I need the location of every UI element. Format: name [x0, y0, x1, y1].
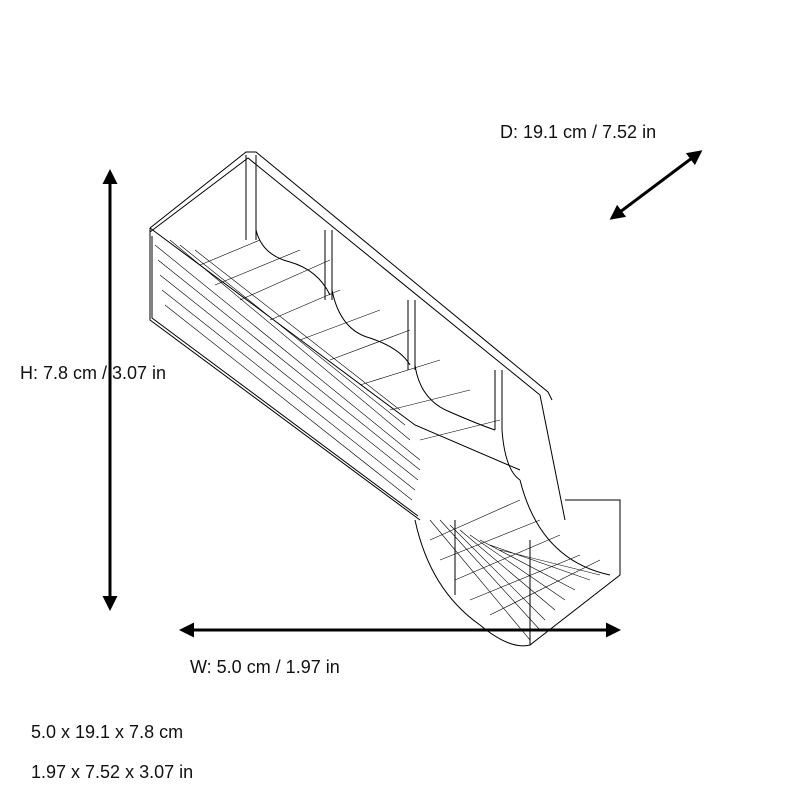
summary-cm: 5.0 x 19.1 x 7.8 cm	[31, 722, 184, 742]
summary-in: 1.97 x 7.52 x 3.07 in	[31, 762, 194, 782]
depth-label: D: 19.1 cm / 7.52 in	[500, 122, 657, 142]
wireframe-mesh	[154, 239, 601, 641]
width-label: W: 5.0 cm / 1.97 in	[190, 657, 340, 677]
depth-arrow	[609, 150, 703, 220]
height-label: H: 7.8 cm / 3.07 in	[20, 363, 167, 383]
wireframe-model	[149, 151, 621, 647]
